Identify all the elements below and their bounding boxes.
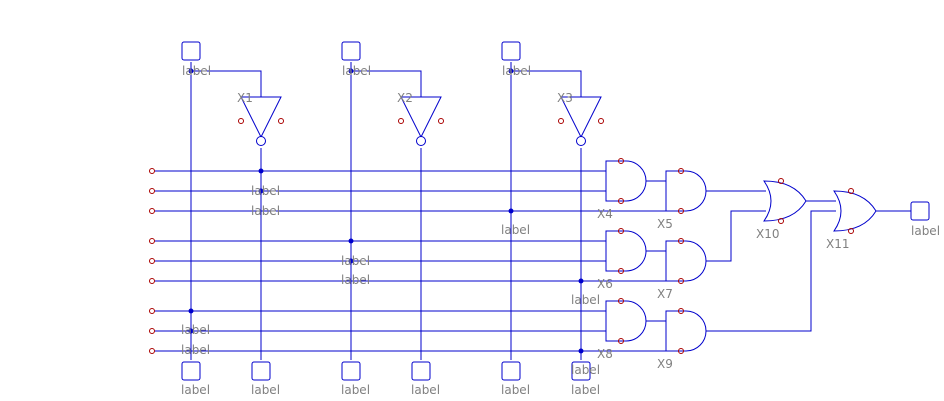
- port-label: label: [341, 383, 370, 397]
- net-label: label: [341, 273, 370, 287]
- port-box[interactable]: [341, 361, 361, 381]
- net-label: label: [501, 223, 530, 237]
- inverter-x1[interactable]: X1: [237, 91, 284, 146]
- port-box[interactable]: [501, 361, 521, 381]
- net-label: label: [571, 363, 600, 377]
- port-box[interactable]: [341, 41, 361, 61]
- gate-interconnect: [646, 180, 911, 332]
- component-label: X7: [657, 287, 673, 301]
- port-label: label: [181, 383, 210, 397]
- bottom-ports: label label label label label label: [181, 361, 600, 397]
- component-label: X1: [237, 91, 253, 105]
- component-label: X6: [597, 277, 613, 291]
- port-label: label: [571, 383, 600, 397]
- and-gate-x8[interactable]: X8: [597, 298, 647, 362]
- top-ports: label label label: [181, 41, 531, 78]
- component-label: X3: [557, 91, 573, 105]
- port-box[interactable]: [910, 201, 930, 221]
- component-label: X8: [597, 347, 613, 361]
- net-label: label: [571, 293, 600, 307]
- and-gate-x6[interactable]: X6: [597, 228, 647, 292]
- port-label: label: [182, 64, 211, 78]
- horizontal-wires: [155, 170, 666, 352]
- port-box[interactable]: [251, 361, 271, 381]
- net-label: label: [251, 184, 280, 198]
- component-label: X9: [657, 357, 673, 371]
- port-label: label: [411, 383, 440, 397]
- junctions: [188, 68, 584, 354]
- and-gate-x7[interactable]: X7: [657, 238, 707, 302]
- and-gate-x5[interactable]: X5: [657, 168, 707, 232]
- component-label: X5: [657, 217, 673, 231]
- port-box[interactable]: [181, 41, 201, 61]
- port-box[interactable]: [501, 41, 521, 61]
- or-gate-x11[interactable]: X11: [826, 188, 877, 252]
- inverter-x2[interactable]: X2: [397, 91, 444, 146]
- port-box[interactable]: [571, 361, 591, 381]
- and-gate-x9[interactable]: X9: [657, 308, 707, 372]
- component-label: X11: [826, 237, 850, 251]
- net-label: label: [251, 204, 280, 218]
- or-gate-x10[interactable]: X10: [756, 178, 807, 242]
- net-labels: label label label label label label labe…: [181, 184, 600, 377]
- port-label: label: [911, 224, 940, 238]
- port-label: label: [342, 64, 371, 78]
- component-label: X10: [756, 227, 780, 241]
- component-label: X2: [397, 91, 413, 105]
- output-port: label: [910, 201, 940, 238]
- port-label: label: [502, 64, 531, 78]
- and-gate-x4[interactable]: X4: [597, 158, 647, 222]
- component-label: X4: [597, 207, 613, 221]
- port-label: label: [251, 383, 280, 397]
- net-label: label: [181, 323, 210, 337]
- port-box[interactable]: [411, 361, 431, 381]
- inverter-x3[interactable]: X3: [557, 91, 604, 146]
- port-label: label: [501, 383, 530, 397]
- port-box[interactable]: [181, 361, 201, 381]
- net-label: label: [341, 254, 370, 268]
- input-pins: [149, 168, 155, 354]
- net-label: label: [181, 343, 210, 357]
